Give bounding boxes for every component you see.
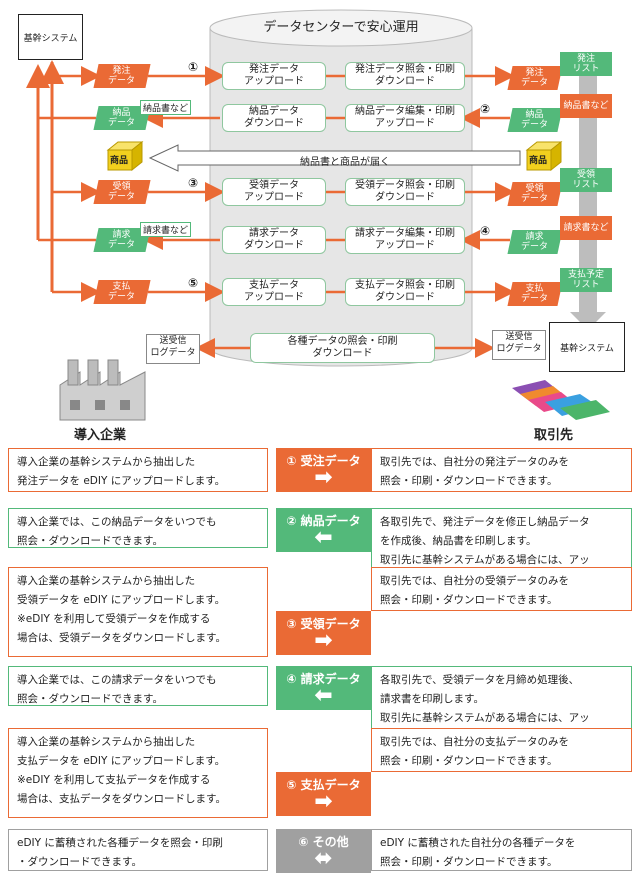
right-company-label: 取引先: [534, 428, 574, 443]
arrow-right-icon: ➡: [314, 628, 333, 653]
row-category-badge: ⑤ 支払データ➡: [276, 772, 371, 816]
right-list-tag: 請求書など: [560, 216, 612, 240]
right-data-tag: 発注データ: [507, 66, 563, 90]
right-data-tag: 受領データ: [507, 182, 563, 206]
step-number: ⑤: [188, 276, 199, 290]
arrow-both-icon: ⬌: [314, 846, 333, 871]
row-left-text: 導入企業の基幹システムから抽出した支払データを eDIY にアップロードします。…: [8, 728, 268, 818]
goods-label: 商品: [529, 156, 548, 166]
log-right: 送受信ログデータ: [492, 330, 546, 360]
row-category-badge: ⑥ その他⬌: [276, 829, 371, 873]
datacenter-op-right: 請求データ編集・印刷アップロード: [345, 226, 465, 254]
left-data-tag-label: 受領データ: [108, 182, 136, 202]
partners-icon: [512, 380, 610, 420]
left-note: 請求書など: [140, 222, 192, 237]
row-category-label: ② 納品データ: [286, 514, 361, 528]
row-category-label: ① 受注データ: [286, 454, 361, 468]
right-list-tag: 納品書など: [560, 94, 612, 118]
step-number: ②: [480, 102, 491, 116]
datacenter-op-left: 受領データアップロード: [222, 178, 326, 206]
datacenter-op-right: 発注データ照会・印刷ダウンロード: [345, 62, 465, 90]
left-core-system-label: 基幹システム: [23, 33, 78, 44]
row-category-badge: ④ 請求データ⬅: [276, 666, 371, 710]
left-data-tag-label: 発注データ: [108, 66, 136, 86]
data-flow-diagram: 基幹システム 基幹システム データセンターで安心運用 発注データ発注データ発注リ…: [0, 0, 637, 443]
description-row: 導入企業では、この納品データをいつでも照会・ダウンロードできます。② 納品データ…: [8, 508, 632, 596]
right-core-system: 基幹システム: [549, 322, 625, 372]
right-list-tag: 支払予定リスト: [560, 268, 612, 292]
left-core-system: 基幹システム: [18, 14, 83, 60]
datacenter-op-bottom: 各種データの照会・印刷ダウンロード: [250, 333, 435, 363]
row-category-label: ⑥ その他: [298, 835, 349, 849]
row-left-text: 導入企業の基幹システムから抽出した受領データを eDIY にアップロードします。…: [8, 567, 268, 657]
description-row: eDIY に蓄積された各種データを照会・印刷・ダウンロードできます。⑥ その他⬌…: [8, 829, 632, 873]
left-note: 納品書など: [140, 100, 192, 115]
arrow-left-icon: ⬅: [314, 683, 333, 708]
row-right-text: 取引先では、自社分の受領データのみを照会・印刷・ダウンロードできます。: [371, 567, 632, 611]
right-core-system-label: 基幹システム: [560, 343, 614, 354]
datacenter-op-left: 請求データダウンロード: [222, 226, 326, 254]
left-data-tag: 支払データ: [93, 280, 151, 304]
description-row: 導入企業の基幹システムから抽出した受領データを eDIY にアップロードします。…: [8, 567, 632, 657]
row-left-text: 導入企業の基幹システムから抽出した発注データを eDIY にアップロードします。: [8, 448, 268, 492]
arrow-left-icon: ⬅: [314, 525, 333, 550]
arrow-right-icon: ➡: [314, 789, 333, 814]
log-left: 送受信ログデータ: [146, 334, 200, 364]
datacenter-op-left: 支払データアップロード: [222, 278, 326, 306]
goods-arrow: [148, 144, 521, 172]
right-data-tag-label: 支払データ: [521, 284, 549, 304]
cylinder-top: [209, 9, 473, 47]
goods-cube-left: [106, 140, 144, 172]
description-row: 導入企業の基幹システムから抽出した支払データを eDIY にアップロードします。…: [8, 728, 632, 818]
right-data-tag-label: 請求データ: [521, 232, 549, 252]
goods-label: 商品: [110, 156, 129, 166]
datacenter-op-left: 納品データダウンロード: [222, 104, 326, 132]
right-data-tag-label: 受領データ: [521, 184, 549, 204]
left-data-tag: 受領データ: [93, 180, 151, 204]
right-data-tag-label: 発注データ: [521, 68, 549, 88]
arrow-right-icon: ➡: [314, 465, 333, 490]
row-category-label: ⑤ 支払データ: [286, 778, 361, 792]
datacenter-title: データセンターで安心運用: [263, 20, 419, 35]
left-data-tag-label: 納品データ: [108, 108, 136, 128]
right-data-tag: 納品データ: [507, 108, 563, 132]
goods-cube-right: [525, 140, 563, 172]
left-company-label: 導入企業: [74, 428, 127, 443]
step-number: ③: [188, 176, 199, 190]
goods-arrow-text: 納品書と商品が届く: [300, 157, 390, 168]
right-data-tag: 支払データ: [507, 282, 563, 306]
factory-icon: [59, 359, 146, 421]
row-category-badge: ③ 受領データ➡: [276, 611, 371, 655]
row-category-label: ④ 請求データ: [286, 672, 361, 686]
datacenter-op-right: 支払データ照会・印刷ダウンロード: [345, 278, 465, 306]
row-category-badge: ① 受注データ➡: [276, 448, 371, 492]
right-list-tag: 発注リスト: [560, 52, 612, 76]
right-data-tag-label: 納品データ: [521, 110, 549, 130]
step-number: ①: [188, 60, 199, 74]
row-left-text: 導入企業では、この納品データをいつでも照会・ダウンロードできます。: [8, 508, 268, 548]
row-right-text: 取引先では、自社分の発注データのみを照会・印刷・ダウンロードできます。: [371, 448, 632, 492]
row-right-text: 取引先では、自社分の支払データのみを照会・印刷・ダウンロードできます。: [371, 728, 632, 772]
datacenter-op-right: 納品データ編集・印刷アップロード: [345, 104, 465, 132]
description-row: 導入企業では、この請求データをいつでも照会・ダウンロードできます。④ 請求データ…: [8, 666, 632, 754]
row-left-text: eDIY に蓄積された各種データを照会・印刷・ダウンロードできます。: [8, 829, 268, 871]
left-data-tag: 発注データ: [93, 64, 151, 88]
right-list-tag: 受領リスト: [560, 168, 612, 192]
description-row: 導入企業の基幹システムから抽出した発注データを eDIY にアップロードします。…: [8, 448, 632, 492]
row-category-badge: ② 納品データ⬅: [276, 508, 371, 552]
datacenter-op-right: 受領データ照会・印刷ダウンロード: [345, 178, 465, 206]
row-left-text: 導入企業では、この請求データをいつでも照会・ダウンロードできます。: [8, 666, 268, 706]
row-category-label: ③ 受領データ: [286, 617, 361, 631]
right-data-tag: 請求データ: [507, 230, 563, 254]
step-number: ④: [480, 224, 491, 238]
left-data-tag-label: 支払データ: [108, 282, 136, 302]
left-data-tag-label: 請求データ: [108, 230, 136, 250]
row-right-text: eDIY に蓄積された自社分の各種データを照会・印刷・ダウンロードできます。: [371, 829, 632, 871]
datacenter-op-left: 発注データアップロード: [222, 62, 326, 90]
